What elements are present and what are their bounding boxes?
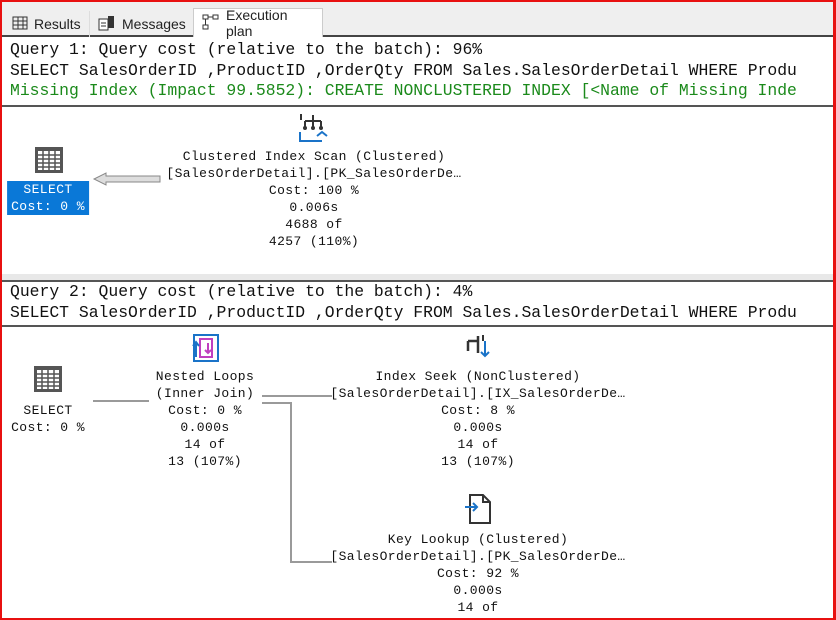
- node-cost: Cost: 0 %: [11, 199, 85, 214]
- query2-sql: SELECT SalesOrderID ,ProductID ,OrderQty…: [10, 303, 797, 322]
- node-time: 0.006s: [289, 200, 339, 215]
- node-label: SELECT: [23, 182, 73, 197]
- node-object: [SalesOrderDetail].[IX_SalesOrderDe…: [330, 386, 626, 401]
- clustered-index-scan-icon: [297, 112, 329, 149]
- index-seek-node[interactable]: Index Seek (NonClustered) [SalesOrderDet…: [330, 368, 625, 470]
- query2-header: Query 2: Query cost (relative to the bat…: [10, 282, 473, 301]
- node-cost: Cost: 100 %: [268, 183, 360, 198]
- grid-icon: [12, 16, 28, 33]
- node-title: Clustered Index Scan (Clustered): [182, 149, 446, 164]
- data-flow-arrow: [262, 402, 292, 404]
- tab-results[interactable]: Results: [4, 11, 90, 37]
- node-time: 0.000s: [453, 420, 503, 435]
- clustered-index-scan-node[interactable]: Clustered Index Scan (Clustered) [SalesO…: [166, 148, 461, 250]
- select-icon: [33, 365, 63, 398]
- tab-label: Execution plan: [226, 7, 288, 39]
- node-rows: 14 of: [457, 600, 499, 615]
- data-flow-arrow: [92, 172, 162, 191]
- node-title: Nested Loops: [155, 369, 255, 384]
- node-title: Index Seek (NonClustered): [375, 369, 581, 384]
- divider: [0, 280, 833, 282]
- missing-index-hint[interactable]: Missing Index (Impact 99.5852): CREATE N…: [10, 81, 797, 100]
- results-tab-bar: Results Messages Execution plan: [0, 0, 836, 39]
- index-seek-icon: [465, 333, 493, 368]
- nested-loops-icon: [191, 333, 221, 368]
- data-flow-arrow: [290, 402, 292, 563]
- tab-label: Messages: [122, 16, 186, 32]
- node-cost: Cost: 0 %: [11, 420, 85, 435]
- node-object: [SalesOrderDetail].[PK_SalesOrderDe…: [330, 549, 626, 564]
- tab-execution-plan[interactable]: Execution plan: [193, 7, 323, 39]
- data-flow-arrow: [93, 400, 149, 402]
- node-label: SELECT: [23, 403, 73, 418]
- node-object: [SalesOrderDetail].[PK_SalesOrderDe…: [166, 166, 462, 181]
- select-node-q2[interactable]: SELECT Cost: 0 %: [11, 402, 85, 436]
- nested-loops-node[interactable]: Nested Loops (Inner Join) Cost: 0 % 0.00…: [156, 368, 254, 470]
- node-cost: Cost: 8 %: [441, 403, 515, 418]
- data-flow-arrow: [290, 561, 332, 563]
- node-rows: 4688 of: [285, 217, 343, 232]
- tab-messages[interactable]: Messages: [90, 11, 195, 37]
- node-estimate: 13 (107%): [168, 454, 242, 469]
- divider: [0, 325, 833, 327]
- key-lookup-icon: [464, 493, 492, 530]
- node-rows: 14 of: [457, 437, 499, 452]
- query1-header: Query 1: Query cost (relative to the bat…: [10, 40, 483, 59]
- node-cost: Cost: 92 %: [436, 566, 519, 581]
- node-cost: Cost: 0 %: [168, 403, 242, 418]
- node-subtitle: (Inner Join): [155, 386, 255, 401]
- node-estimate: 4257 (110%): [268, 234, 360, 249]
- data-flow-arrow: [262, 395, 332, 397]
- node-time: 0.000s: [180, 420, 230, 435]
- divider: [0, 105, 833, 107]
- node-rows: 14 of: [184, 437, 226, 452]
- select-node-q1[interactable]: SELECT Cost: 0 %: [7, 181, 89, 215]
- plan-icon: [202, 14, 220, 33]
- query1-sql: SELECT SalesOrderID ,ProductID ,OrderQty…: [10, 61, 797, 80]
- key-lookup-node[interactable]: Key Lookup (Clustered) [SalesOrderDetail…: [330, 531, 625, 616]
- messages-icon: [98, 15, 116, 34]
- node-time: 0.000s: [453, 583, 503, 598]
- tab-label: Results: [34, 16, 81, 32]
- query-separator: [0, 274, 833, 280]
- select-icon: [34, 146, 64, 179]
- node-title: Key Lookup (Clustered): [387, 532, 569, 547]
- node-estimate: 13 (107%): [441, 454, 515, 469]
